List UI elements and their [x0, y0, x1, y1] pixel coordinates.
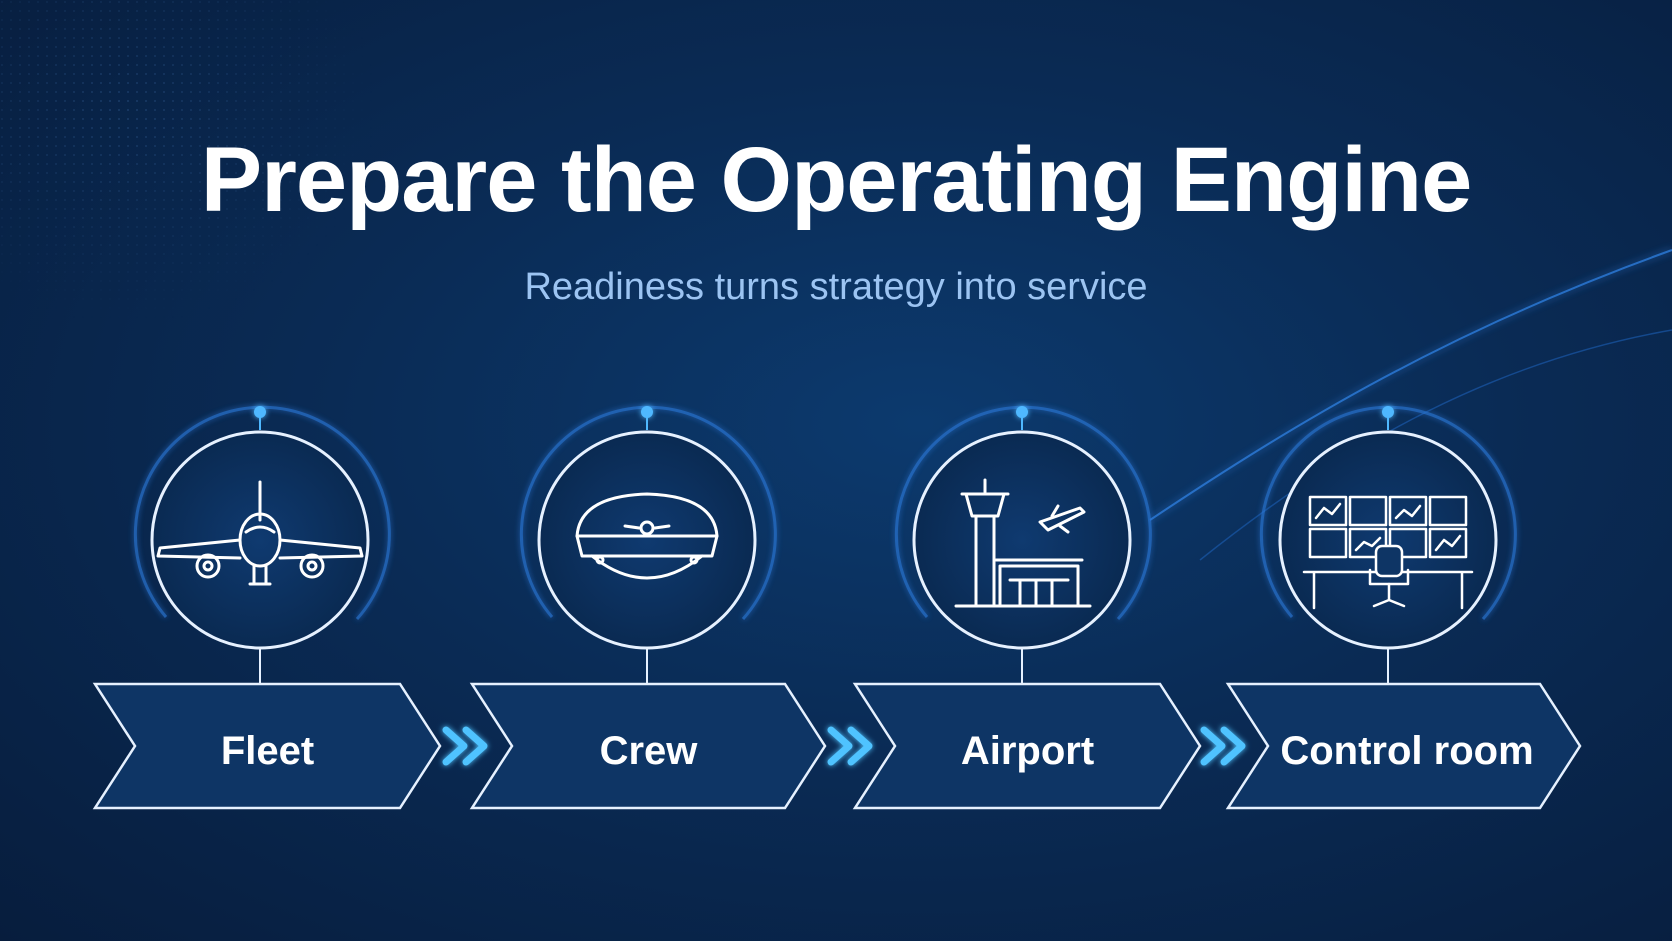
- node-dot: [254, 406, 266, 418]
- world-dot-pattern: [0, 0, 420, 360]
- icon-circle: [912, 430, 1132, 650]
- page-subtitle: Readiness turns strategy into service: [524, 266, 1148, 308]
- step-crew: [469, 405, 827, 810]
- control-room-icon: [1302, 495, 1474, 610]
- swoosh-line: [1149, 249, 1672, 521]
- flow-arrow: [827, 726, 873, 766]
- flow-arrow: [442, 726, 488, 766]
- step-control-room: [1225, 405, 1582, 810]
- icon-circle: [537, 430, 757, 650]
- chevron-box: [1225, 682, 1582, 810]
- step-label-control-room: Control room: [1280, 729, 1534, 773]
- step-airport: [852, 405, 1202, 810]
- icon-circle: [150, 430, 370, 650]
- icon-circle: [1278, 430, 1498, 650]
- step-label-crew: Crew: [599, 729, 698, 773]
- step-label-fleet: Fleet: [220, 729, 315, 773]
- chevron-box: [469, 682, 827, 810]
- node-dot: [641, 406, 653, 418]
- step-fleet: [92, 405, 442, 810]
- pilot-cap-icon: [575, 492, 719, 580]
- chevron-box: [92, 682, 442, 810]
- airplane-icon: [156, 480, 364, 586]
- step-label-airport: Airport: [960, 729, 1095, 773]
- control-tower-icon: [954, 478, 1092, 608]
- chevron-box: [852, 682, 1202, 810]
- node-dot: [1382, 406, 1394, 418]
- flow-arrow: [1200, 726, 1246, 766]
- node-dot: [1016, 406, 1028, 418]
- page-title: Prepare the Operating Engine: [200, 129, 1473, 231]
